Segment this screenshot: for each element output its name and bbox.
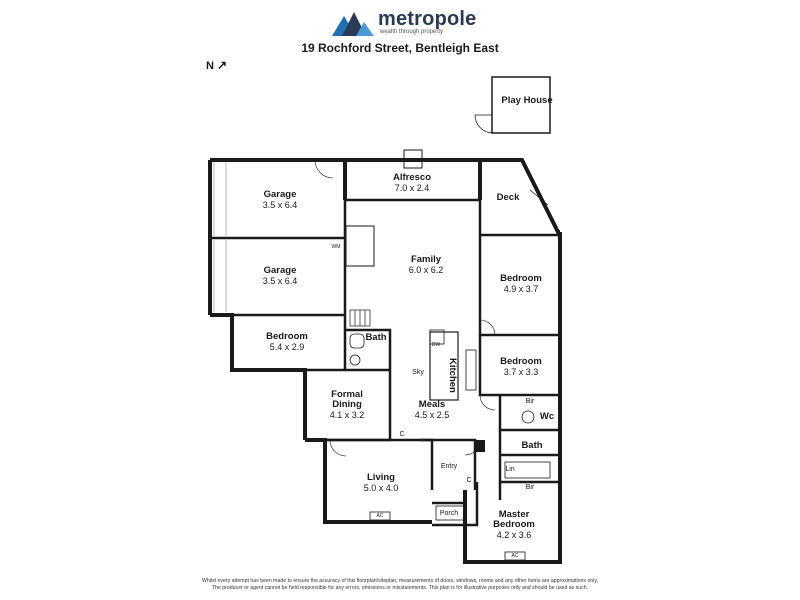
bir-master-label: Bir [525,484,535,491]
room-bath-main: Bath [521,440,543,451]
bir-top-label: Bir [525,398,535,405]
porch-label: Porch [439,510,459,517]
metropole-logo-icon [332,12,374,36]
room-deck: Deck [496,192,520,203]
brand-name: metropole [378,8,477,30]
disclaimer-line-1: Whilst every attempt has been made to en… [201,578,599,584]
porch [435,505,465,521]
washing-machine-label: WM [331,244,341,250]
cupboard-entry-label: C [466,477,472,484]
room-bath-small: Bath [365,332,387,343]
bathtub [504,461,551,479]
header: metropole wealth through property 19 Roc… [0,0,800,72]
ac-unit-living [369,511,391,521]
disclaimer: Whilst every attempt has been made to en… [0,578,800,592]
ac-living-label: AC [376,513,384,519]
alfresco-vent [403,149,423,169]
brand-tagline: wealth through property [380,29,444,35]
room-kitchen: Kitchen [447,358,458,393]
north-label: N [206,60,214,72]
ac-unit-master [504,551,526,561]
deck-steps [529,189,549,206]
structural-column [475,440,485,452]
dishwasher [429,329,445,345]
toilet-small-bath [349,354,361,366]
steps [349,309,371,327]
room-wc: Wc [539,411,555,422]
toilet-wc [521,410,535,424]
play-house-door [474,114,493,134]
family-nook [345,225,375,267]
cupboard-meals-label: C [399,431,405,438]
room-play-house: Play House [501,95,553,106]
skylight-label: Sky [412,369,424,376]
property-address: 19 Rochford Street, Bentleigh East [301,41,499,55]
north-indicator: N ↗ [206,58,227,72]
cooktop [465,349,477,391]
linen-label: Lin [505,466,515,473]
play-house-outline [491,76,551,134]
disclaimer-line-2: The producer or agent cannot be held res… [211,585,589,591]
north-arrow-icon: ↗ [217,58,228,72]
garage-lines [213,162,227,312]
basin [349,333,365,349]
ac-master-label: AC [511,553,519,559]
entry-label: Entry [440,463,458,470]
dishwasher-label: DW [431,342,441,348]
